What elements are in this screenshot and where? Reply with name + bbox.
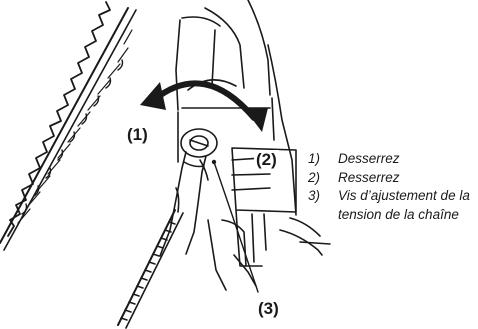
legend-item-1-text: Desserrez <box>338 150 476 169</box>
callout-3-leader <box>214 162 258 292</box>
callout-1-label: (1) <box>127 126 148 143</box>
legend-item-3-text: Vis d’ajustement de la tension de la cha… <box>338 187 476 224</box>
legend-item-2: 2) Resserrez <box>302 169 476 188</box>
legend-item-2-number: 2) <box>302 169 338 188</box>
chainsaw-body <box>176 0 330 290</box>
saw-chain-upper <box>0 2 136 250</box>
callout-3-label: (3) <box>258 300 279 317</box>
callout-2-label: (2) <box>254 150 279 169</box>
saw-chain-lower <box>118 210 183 328</box>
legend-item-3-number: 3) <box>302 187 338 206</box>
double-headed-curved-arrow-icon <box>140 82 268 132</box>
legend-item-2-text: Resserrez <box>338 169 476 188</box>
legend-list: 1) Desserrez 2) Resserrez 3) Vis d’ajust… <box>302 150 476 224</box>
legend-item-3: 3) Vis d’ajustement de la tension de la … <box>302 187 476 224</box>
legend-item-1: 1) Desserrez <box>302 150 476 169</box>
legend-item-1-number: 1) <box>302 150 338 169</box>
